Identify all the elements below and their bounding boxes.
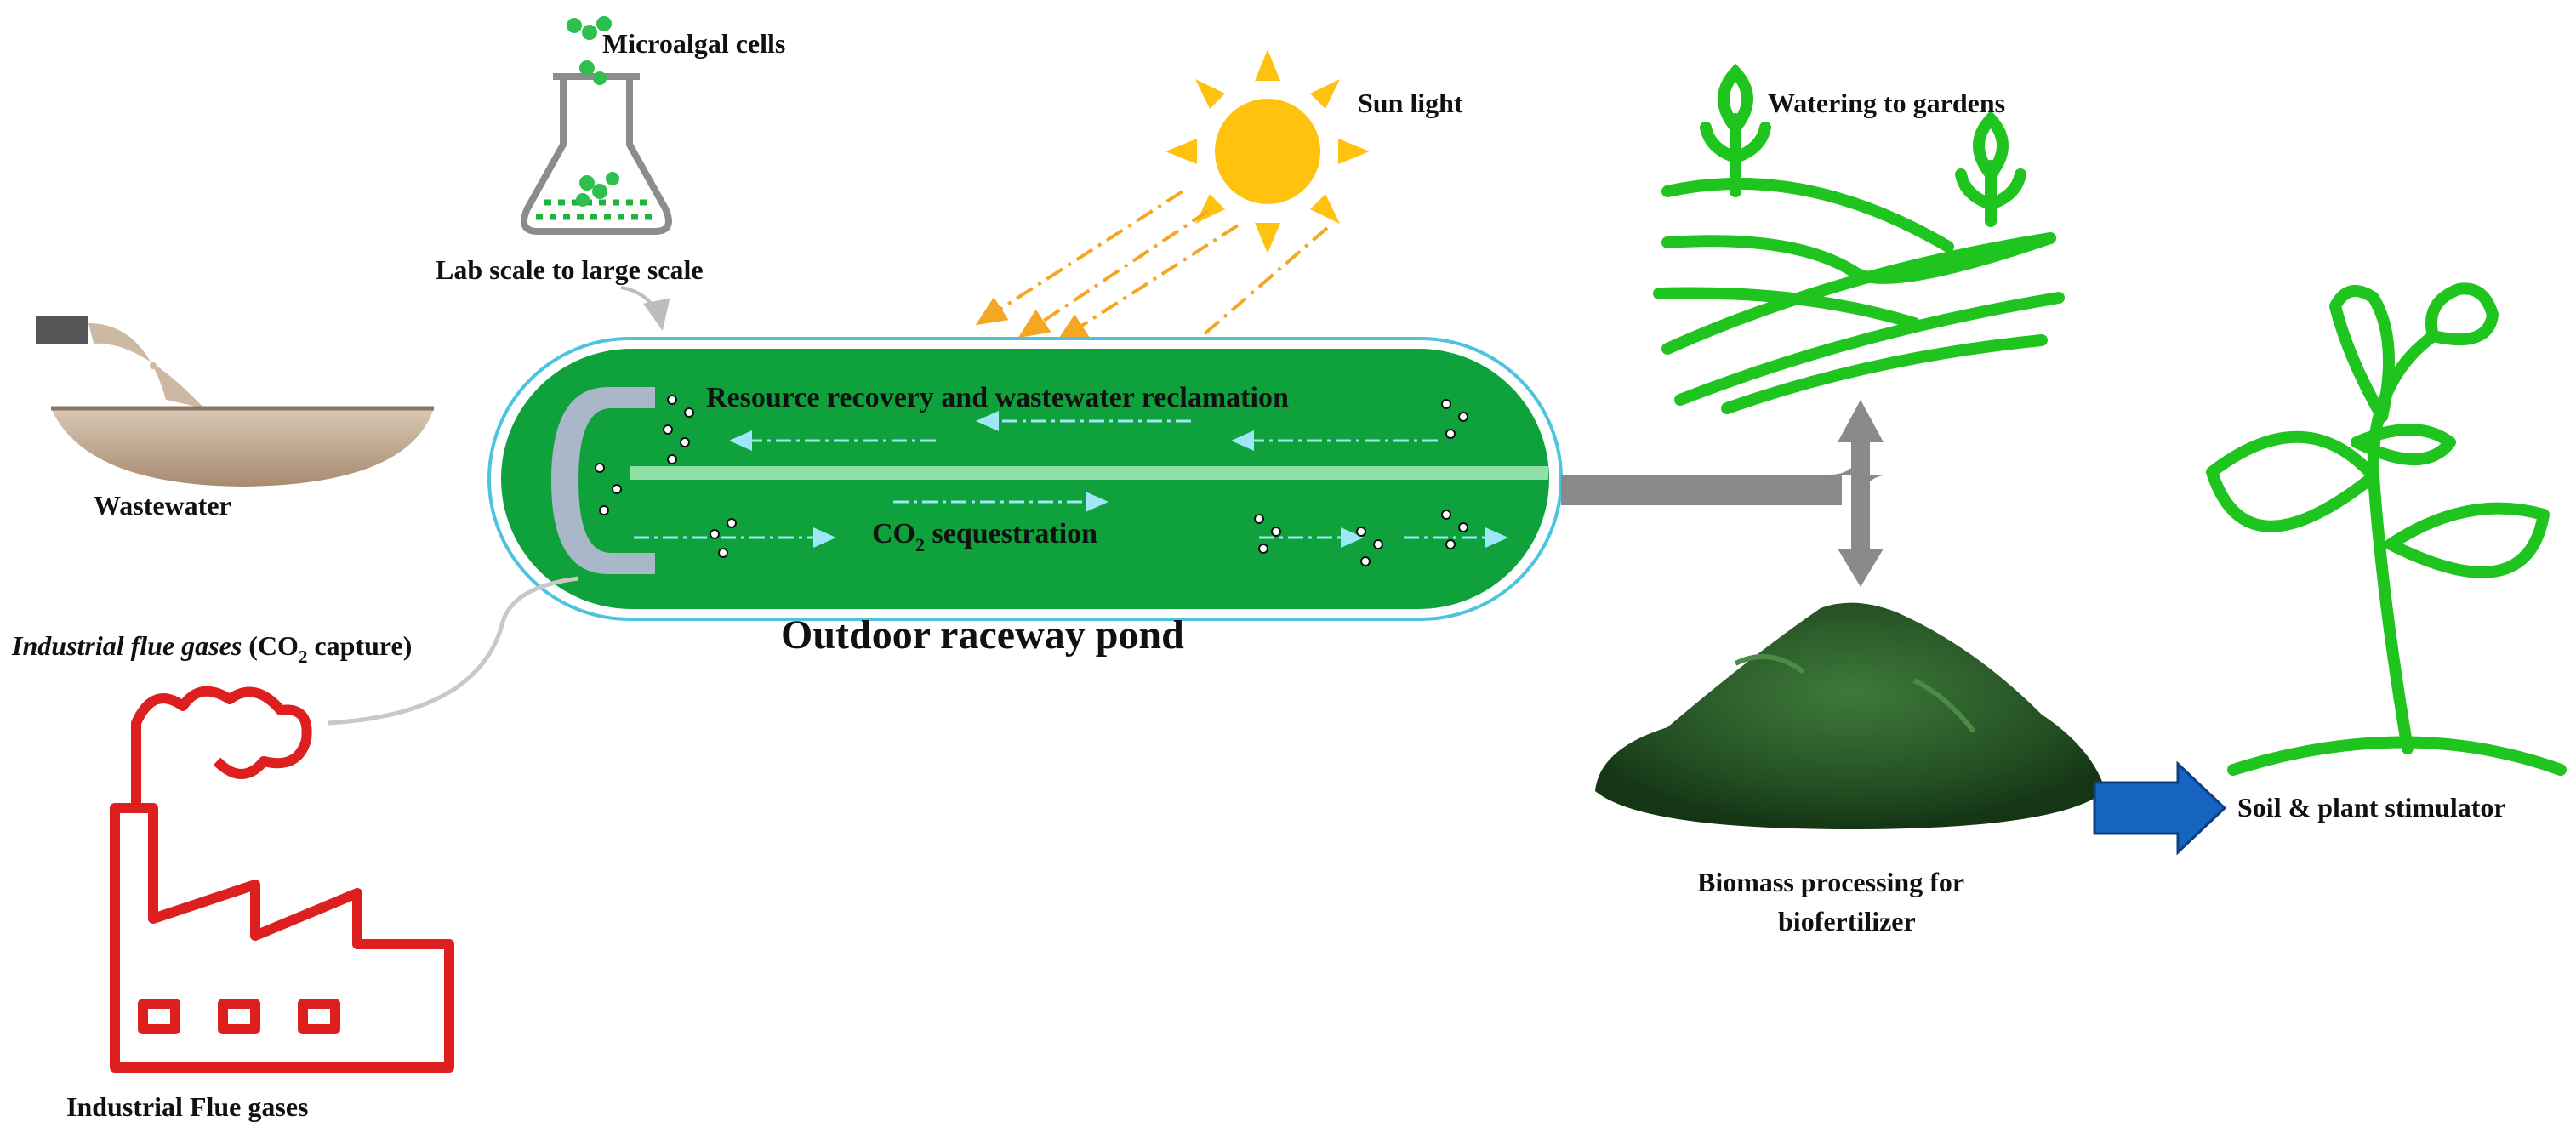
output-flow-arrows <box>1561 400 1893 587</box>
lab-scale-label: Lab scale to large scale <box>436 254 704 285</box>
flask-icon <box>521 16 672 235</box>
co2-sequestration-label: CO2 sequestration <box>872 518 1097 555</box>
flue-to-pond-connector <box>327 576 579 726</box>
sun-light-label: Sun light <box>1358 88 1463 118</box>
wastewater-icon <box>36 316 434 487</box>
biomass-label-line2: biofertilizer <box>1778 906 1916 937</box>
sun-icon <box>1165 49 1370 253</box>
algae-cells <box>595 395 1468 566</box>
microalgal-cells-label: Microalgal cells <box>602 28 785 59</box>
biomass-pile-icon <box>1595 602 2106 829</box>
sun-rays <box>975 190 1329 344</box>
paddle-wheel <box>551 387 655 574</box>
factory-icon <box>110 686 454 1073</box>
soil-stimulator-label: Soil & plant stimulator <box>2237 792 2506 823</box>
plant-icon <box>2206 282 2567 776</box>
wastewater-label: Wastewater <box>94 490 231 521</box>
resource-recovery-label: Resource recovery and wastewater reclama… <box>706 382 1289 413</box>
watering-label: Watering to gardens <box>1768 88 2005 118</box>
garden-fields-icon <box>1653 63 2065 414</box>
industrial-flue-label: Industrial Flue gases <box>66 1091 308 1122</box>
algae-cluster-icon <box>567 16 619 207</box>
flue-gases-caption: Industrial flue gases (CO2 capture) <box>11 630 412 667</box>
pond-title: Outdoor raceway pond <box>781 612 1184 658</box>
lab-to-pond-arrow <box>620 286 670 331</box>
to-stimulator-arrow <box>2093 760 2227 856</box>
raceway-pond: Resource recovery and wastewater reclama… <box>487 337 1563 621</box>
biomass-label-line1: Biomass processing for <box>1697 867 1964 897</box>
